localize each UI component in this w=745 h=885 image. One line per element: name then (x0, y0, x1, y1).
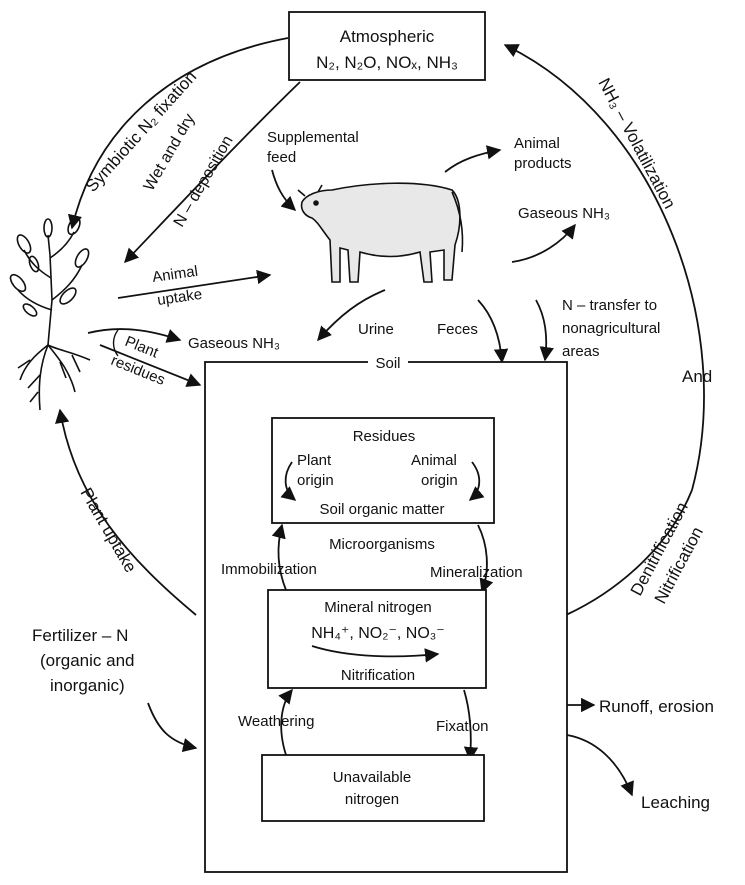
plant-to-gaseous-arrow (87, 328, 182, 343)
fertilizer-label-1: Fertilizer – N (32, 626, 128, 645)
plant-origin-arrow (280, 461, 297, 501)
nitrification-label: Nitrification (341, 667, 415, 684)
unavailable-label-1: Unavailable (333, 769, 411, 786)
plant-uptake-arrow (55, 408, 197, 616)
soil-label-bg (368, 352, 408, 372)
mineral-nitrogen-title: Mineral nitrogen (324, 599, 432, 616)
feces-label: Feces (437, 321, 478, 338)
animal-origin-arrow (468, 461, 485, 501)
immobilization-arrow (271, 523, 287, 591)
animal-uptake-label-2: uptake (156, 286, 203, 309)
animal-products-label-2: products (514, 155, 572, 172)
unavailable-label-2: nitrogen (345, 791, 399, 808)
supplemental-label-2: feed (267, 149, 296, 166)
mineral-nitrogen-ions: NH₄⁺, NO₂⁻, NO₃⁻ (311, 625, 444, 642)
plant-residues-arrow (99, 344, 202, 387)
atmospheric-box (288, 11, 486, 81)
microorganisms-label: Microorganisms (329, 536, 435, 553)
weathering-arrow (278, 688, 293, 756)
soil-label: Soil (375, 355, 400, 372)
fixation-label: Fixation (436, 718, 489, 735)
atmospheric-gases: N₂, N₂O, NOₓ, NH₃ (316, 53, 458, 72)
weathering-label: Weathering (238, 713, 314, 730)
plant-residues-label-2: residues (109, 352, 168, 389)
mineralization-arrow (477, 524, 494, 594)
mineralization-label: Mineralization (430, 564, 523, 581)
residues-box (271, 417, 495, 524)
plant-residues-bracket (112, 329, 119, 357)
n-transfer-label-3: areas (562, 343, 600, 360)
fixation-arrow (463, 689, 479, 762)
atmospheric-title: Atmospheric (340, 27, 435, 46)
urine-arrow (317, 289, 386, 342)
n-transfer-label-1: N – transfer to (562, 297, 657, 314)
mineral-nitrogen-box (267, 589, 487, 689)
volatilization-label: NH₃ – Volatilization (594, 75, 679, 212)
residues-title: Residues (353, 428, 416, 445)
animal-uptake-arrow (117, 269, 272, 299)
animal-products-arrow (444, 145, 502, 173)
leaching-label: Leaching (641, 793, 710, 812)
urine-label: Urine (358, 321, 394, 338)
gaseous-nh3-cow-label: Gaseous NH₃ (518, 205, 610, 222)
supplemental-arrow (271, 169, 297, 211)
fertilizer-label-2: (organic and (40, 651, 135, 670)
immobilization-label: Immobilization (221, 561, 317, 578)
fertilizer-label-3: inorganic) (50, 676, 125, 695)
n-transfer-label-2: nonagricultural (562, 320, 660, 337)
gaseous-nh3-soil-label: Gaseous NH₃ (188, 335, 280, 352)
volatilization-arc (503, 44, 705, 491)
plant-origin-label-2: origin (297, 472, 334, 489)
n-transfer-arrow (535, 299, 554, 362)
soil-organic-matter-label: Soil organic matter (319, 501, 444, 518)
animal-products-label-1: Animal (514, 135, 560, 152)
symbiotic-arrow (67, 37, 289, 230)
gaseous-nh3-cow-arrow (511, 223, 576, 263)
plant-uptake-label: Plant uptake (77, 485, 141, 576)
and-label: And (682, 367, 712, 386)
animal-uptake-label-1: Animal (151, 263, 199, 286)
fertilizer-arrow (147, 702, 198, 753)
supplemental-label-1: Supplemental (267, 129, 359, 146)
runoff-label: Runoff, erosion (599, 697, 714, 716)
cow-icon (297, 182, 464, 283)
animal-origin-label-1: Animal (411, 452, 457, 469)
denitrification-arc (565, 489, 693, 616)
plant-origin-label-1: Plant (297, 452, 332, 469)
deposition-arrow (124, 81, 301, 264)
plant-icon (9, 216, 91, 411)
animal-origin-label-2: origin (421, 472, 458, 489)
unavailable-nitrogen-box (261, 754, 485, 822)
leaching-arrow (566, 734, 634, 797)
feces-arrow (477, 299, 509, 364)
nitrification-arrow (311, 645, 440, 663)
